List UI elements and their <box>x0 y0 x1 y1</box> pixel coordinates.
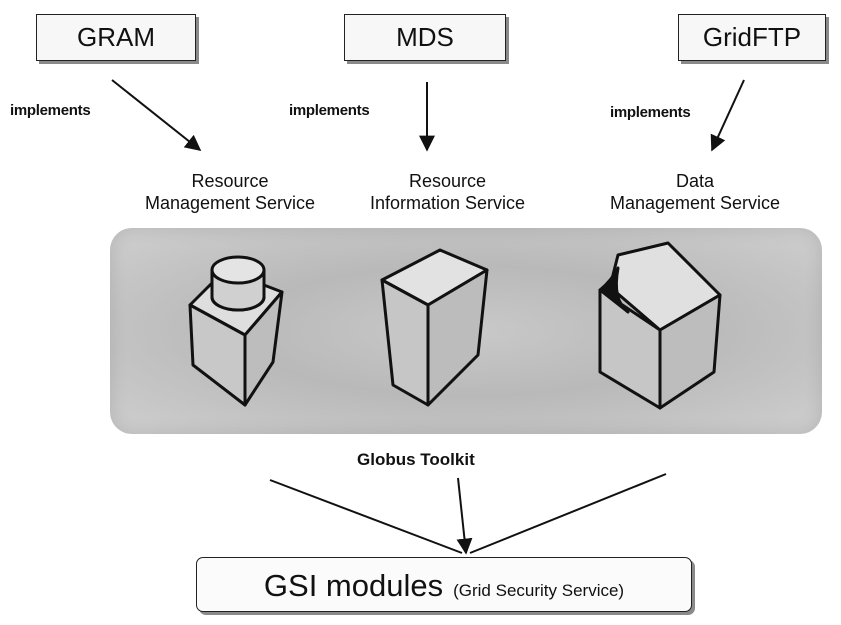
gram-arrow <box>111 79 202 151</box>
service-line1: Data <box>675 171 715 191</box>
gridftp-box: GridFTP <box>678 14 826 61</box>
mds-implements-label: implements <box>289 102 370 119</box>
service-line2: Information Service <box>369 193 526 213</box>
gridftp-label: GridFTP <box>702 22 802 52</box>
grid-security-service-label: (Grid Security Service) <box>453 581 625 600</box>
gridftp-arrow <box>710 79 745 152</box>
service-line2: Management Service <box>609 193 781 213</box>
gsi-modules-box: GSI modules (Grid Security Service) <box>196 557 692 612</box>
mds-label: MDS <box>396 22 454 52</box>
toolkit-arrow <box>456 477 473 555</box>
service-line1: Resource <box>191 171 269 191</box>
gram-implements-label: implements <box>10 102 91 119</box>
resource-information-service-label: Resource Information Service <box>345 170 550 214</box>
gram-box: GRAM <box>36 14 196 61</box>
globus-toolkit-label: Globus Toolkit <box>357 450 475 469</box>
resource-management-service-label: Resource Management Service <box>130 170 330 214</box>
gsi-modules-label: GSI modules <box>263 568 444 603</box>
data-management-service-label: Data Management Service <box>585 170 805 214</box>
data-management-block-icon <box>598 241 722 410</box>
left-converge-line <box>269 479 463 554</box>
gridftp-implements-label: implements <box>610 104 691 121</box>
resource-management-block-icon <box>188 255 284 407</box>
gram-label: GRAM <box>77 22 155 52</box>
resource-information-block-icon <box>380 248 489 407</box>
service-line1: Resource <box>408 171 487 191</box>
mds-box: MDS <box>344 14 506 61</box>
right-converge-line <box>469 473 667 554</box>
service-line2: Management Service <box>144 193 316 213</box>
